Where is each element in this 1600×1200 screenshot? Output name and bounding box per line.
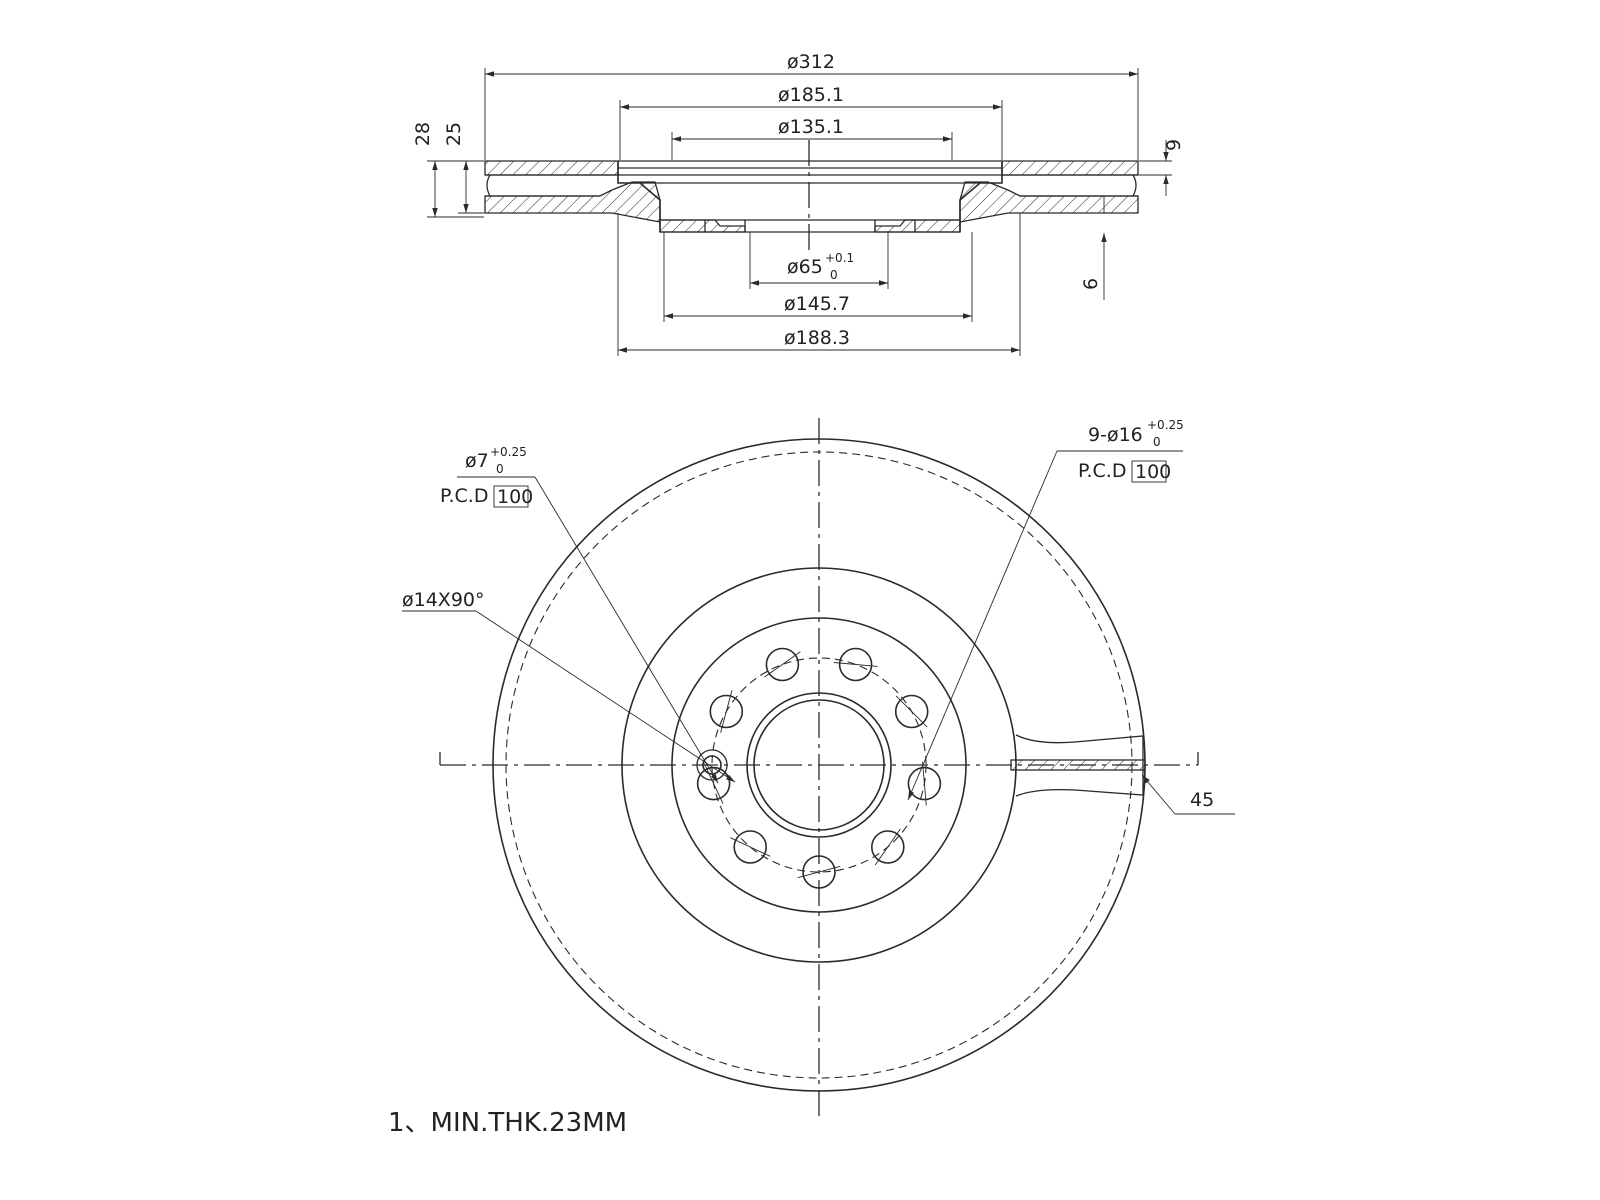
bolt-holes-pcd-value: 100 [1135,461,1171,483]
bolt-holes-tol-lower: 0 [1153,435,1161,449]
dim-total-height: 28 [412,122,434,146]
dim-center-bore: ø65 [787,256,823,278]
bolt-hole [838,647,873,682]
dim-outer-dia: ø312 [787,51,835,73]
small-hole-pcd-label: P.C.D [440,485,488,507]
dim-center-bore-tol-lower: 0 [830,268,838,282]
hat-wall-right [959,161,1003,232]
bottom-friction-plate-left [484,181,661,223]
small-hole-tol-lower: 0 [496,462,504,476]
vent-gap-edge-right [1132,174,1137,197]
bolt-hole [894,694,929,729]
bolt-hole-centerline [922,761,927,806]
bolt-hole-centerline [720,690,733,733]
bolt-holes-callout: 9-ø16 [1088,424,1143,446]
bottom-friction-plate-right [959,181,1139,223]
bolt-holes-tol-upper: +0.25 [1147,418,1184,432]
small-hole-pcd-box [493,485,529,508]
min-thickness-note: 1、MIN.THK.23MM [388,1108,627,1138]
countersink-callout: ø14X90° [402,589,485,611]
bolt-hole [907,766,942,801]
center-bore-inner [753,699,885,831]
hat-wall-left [617,161,661,232]
hub-outer-edge [671,617,967,913]
bolt-hole-centerline [895,695,928,728]
bolt-hole-centerline [764,651,801,678]
dim-inner-dia: ø188.3 [784,327,850,349]
small-hole-tol-upper: +0.25 [490,445,527,459]
small-hole-dia: ø7 [465,450,489,472]
dim-disc-thickness: 25 [443,122,465,146]
bolt-hole-centerline [797,865,841,879]
bolt-hole-centerline [703,763,724,804]
bolt-hole [870,830,905,864]
leader-countersink [475,610,736,783]
dim-top-flange: 9 [1163,139,1185,151]
leader-section-45 [1141,774,1176,815]
bolt-hole [709,694,744,729]
bolt-hole [802,855,836,889]
dim-hat-dia: ø135.1 [778,116,844,138]
bolt-holes-pcd-label: P.C.D [1078,460,1126,482]
section-view: ø312 ø185.1 ø135.1 28 25 9 6 ø65 [412,51,1185,356]
front-view: ø7 +0.25 0 P.C.D 100 ø14X90° 9-ø16 +0.25… [402,418,1235,1122]
hub-plate-left [659,219,746,233]
vent-gap-edge-left [486,174,491,197]
dim-face-dia: ø185.1 [778,84,844,106]
dim-hub-dia: ø145.7 [784,293,850,315]
dim-hub-thickness: 6 [1080,278,1102,290]
bolt-hole [733,830,768,864]
pcd-circle [711,657,927,873]
bolt-hole-centerline [874,828,901,866]
dim-center-bore-tol-upper: +0.1 [825,251,854,265]
leader-bolt-holes [907,450,1058,801]
hub-plate-right [874,219,961,233]
bolt-hole [765,647,800,682]
section-angle-label: 45 [1190,789,1214,811]
bolt-hole-centerline [833,662,878,667]
bolt-holes-pcd-box [1131,460,1167,483]
small-hole-pcd-value: 100 [497,486,533,508]
top-friction-plate-left [484,160,619,176]
bolt-hole-centerline [730,837,771,857]
leader-small-hole [534,476,719,784]
center-bore-outer [746,692,892,838]
wear-indicator-section [1010,759,1146,771]
top-friction-plate-right [1001,160,1139,176]
